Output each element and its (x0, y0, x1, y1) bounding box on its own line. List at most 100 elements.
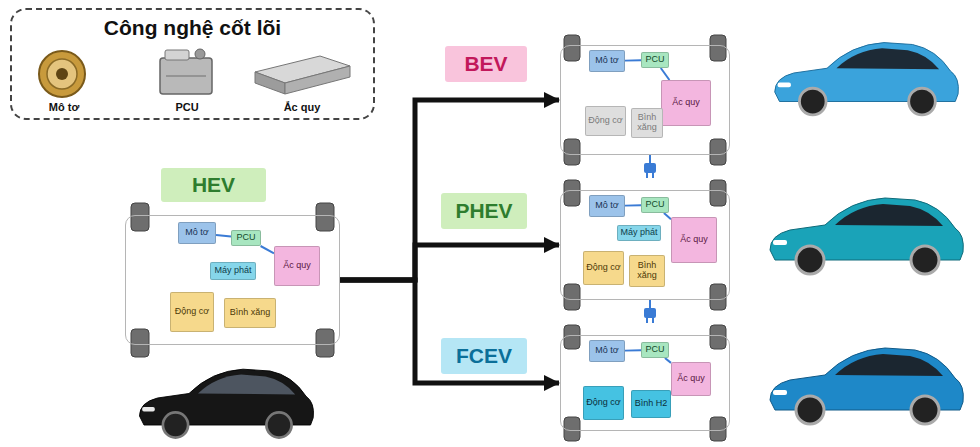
hev-car (140, 369, 314, 437)
car-wheel (911, 246, 939, 274)
plug-pin (646, 173, 648, 178)
icon-label: PCU (142, 101, 232, 113)
component-label: Ắc quy (672, 98, 700, 108)
component-box: Bình xăng (224, 298, 276, 328)
phev-car (770, 198, 963, 274)
battery-icon (255, 56, 350, 94)
motor-icon (39, 51, 85, 97)
charging-plug (644, 155, 656, 178)
component-box: Bình xăng (631, 108, 663, 138)
component-box: Mô tơ (178, 222, 216, 244)
plug-pin (646, 318, 648, 323)
component-box: Máy phát (617, 225, 661, 241)
vehicle-chassis: HEVMô tơPCUMáy phátẮc quyĐộng cơBình xăn… (125, 215, 340, 345)
transition-arrow (340, 100, 559, 280)
electric-wire (661, 68, 670, 80)
motor-shaft (56, 68, 68, 80)
component-box: Động cơ (585, 106, 626, 136)
wheel (316, 203, 334, 231)
component-label: Bình H2 (635, 399, 668, 409)
component-label: Mô tơ (595, 346, 618, 356)
component-label: Mô tơ (185, 228, 208, 238)
component-label: PCU (645, 200, 664, 210)
pcu-body (160, 58, 212, 94)
electric-wire (664, 213, 671, 219)
component-box: Bình H2 (631, 390, 671, 418)
component-box: Ắc quy (671, 362, 711, 396)
component-label: Máy phát (214, 266, 251, 276)
vehicle-type-label: FCEV (441, 338, 527, 374)
pcu-connector (195, 49, 205, 59)
plug-body (644, 308, 656, 318)
component-box: Ắc quy (274, 246, 320, 286)
wheel (710, 284, 726, 310)
car-window (837, 48, 940, 69)
car-headlight (778, 83, 791, 88)
component-label: PCU (645, 345, 664, 355)
car-wheel (911, 396, 939, 424)
car-wheel (163, 412, 188, 437)
plug-body (644, 163, 656, 173)
transition-arrow (340, 280, 559, 383)
component-label: Bình xăng (634, 113, 660, 133)
core-technology-box: Công nghệ cốt lõi Mô tơ PCU Ắc quy (10, 8, 375, 120)
component-box: Động cơ (583, 386, 624, 420)
box-heading: Công nghệ cốt lõi (12, 16, 373, 40)
car-wheel (796, 396, 824, 424)
icon-label: Ắc quy (257, 101, 347, 113)
component-label: Động cơ (586, 398, 620, 408)
motor-body (39, 51, 85, 97)
plug-cable (649, 155, 651, 163)
car-wheel (799, 88, 826, 115)
vehicle-type-label: BEV (445, 46, 527, 82)
component-label: PCU (236, 233, 255, 243)
charging-plug (644, 300, 656, 323)
wheel (316, 329, 334, 357)
wheel (564, 180, 580, 206)
pcu-icon (160, 49, 212, 94)
electric-wire (625, 349, 641, 351)
car-wheel (909, 88, 936, 115)
wheel (710, 180, 726, 206)
component-label: Ắc quy (677, 374, 705, 384)
vehicle-type-label: HEV (161, 168, 266, 202)
component-box: Ắc quy (671, 217, 717, 263)
fcev-car (770, 348, 963, 424)
icon-label: Mô tơ (19, 101, 109, 113)
wheel (710, 325, 726, 349)
wheel (564, 284, 580, 310)
component-label: PCU (645, 55, 664, 65)
car-wheel (796, 246, 824, 274)
component-label: Ắc quy (680, 235, 708, 245)
electric-wire (625, 204, 641, 206)
car-window (198, 375, 295, 395)
car-headlight (773, 390, 787, 395)
component-box: Mô tơ (589, 195, 625, 217)
car-headlight (773, 240, 787, 245)
car-headlight (142, 407, 155, 412)
vehicle-chassis: BEVMô tơPCUẮc quyĐộng cơBình xăng (560, 45, 730, 155)
plug-cable (649, 300, 651, 308)
vehicle-chassis: PHEVMô tơPCUMáy phátẮc quyĐộng cơBình xă… (560, 190, 730, 300)
component-box: Mô tơ (589, 340, 625, 362)
plug-pin (652, 173, 654, 178)
component-box: PCU (231, 230, 261, 246)
vehicle-chassis: FCEVMô tơPCUẮc quyĐộng cơBình H2 (560, 335, 730, 431)
component-box: PCU (641, 52, 669, 68)
wheel (710, 417, 726, 441)
wheel (564, 139, 580, 165)
car-wheel (266, 412, 291, 437)
component-box: Mô tơ (589, 50, 625, 72)
plug-pin (652, 318, 654, 323)
wheel (564, 417, 580, 441)
component-label: Bình xăng (632, 261, 662, 281)
pcu-detail (166, 75, 206, 77)
wheel (564, 35, 580, 61)
wheels (131, 35, 726, 441)
component-box: PCU (641, 342, 669, 358)
electric-wire (261, 246, 274, 253)
transition-arrow (340, 245, 559, 280)
component-box: Máy phát (210, 262, 256, 280)
battery-side (255, 72, 285, 94)
